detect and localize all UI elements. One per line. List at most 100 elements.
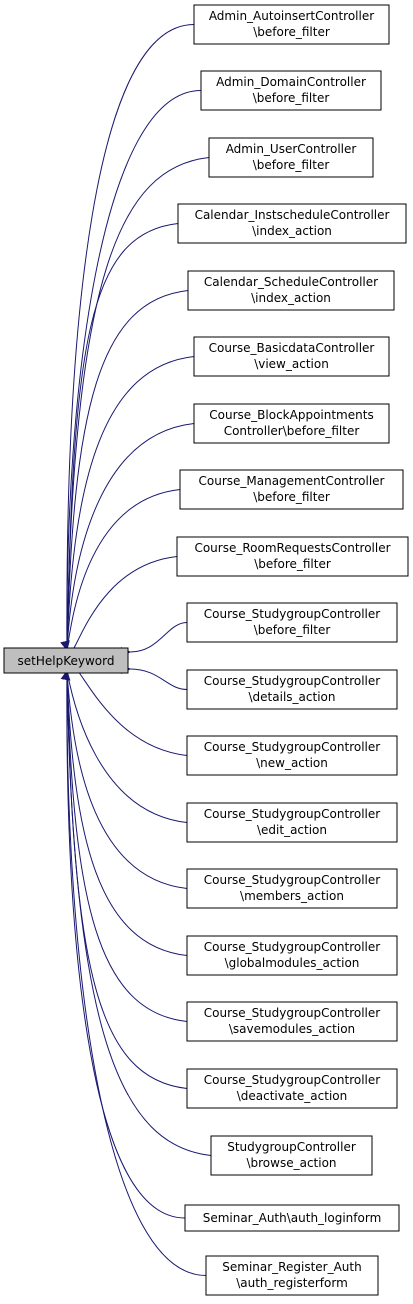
call-edge <box>60 489 181 660</box>
call-edge <box>61 356 195 660</box>
caller-node-box <box>208 137 374 178</box>
caller-node-label: \index_action <box>251 291 331 305</box>
call-edge <box>60 663 188 756</box>
caller-node-label: Course_StudygroupController <box>204 1006 380 1020</box>
call-edges <box>60 24 212 1276</box>
caller-node[interactable]: Course_StudygroupController \details_acti… <box>186 669 398 710</box>
call-edge <box>61 661 188 1022</box>
caller-node[interactable]: Calendar_InstscheduleController \index_ac… <box>177 203 407 244</box>
caller-node[interactable]: Seminar_Register_Auth \auth_registerform <box>205 1255 379 1296</box>
call-edge <box>61 423 195 660</box>
caller-node-label: \before_filter <box>253 25 330 39</box>
caller-node-label: \index_action <box>252 224 332 238</box>
call-edge <box>120 622 188 658</box>
caller-node-box <box>176 536 409 577</box>
caller-node[interactable]: Course_StudygroupController \globalmodule… <box>186 935 398 976</box>
caller-node-label: Course_StudygroupController <box>204 740 380 754</box>
caller-node-box <box>193 403 390 444</box>
caller-node-label: \view_action <box>254 357 329 371</box>
caller-node[interactable]: Admin_UserController \before_filter <box>208 137 374 178</box>
caller-node-label: \savemodules_action <box>229 1022 355 1036</box>
caller-node-label: \details_action <box>249 690 336 704</box>
caller-node-label: Calendar_InstscheduleController <box>195 208 390 222</box>
caller-node[interactable]: Seminar_Auth\auth_loginform <box>184 1204 400 1232</box>
caller-node-label: Seminar_Auth\auth_loginform <box>203 1211 382 1225</box>
caller-node-label: Course_StudygroupController <box>204 1073 380 1087</box>
root-node[interactable]: setHelpKeyword <box>3 647 129 674</box>
caller-node-label: \before_filter <box>253 490 330 504</box>
caller-node-box <box>186 735 398 776</box>
caller-node-box <box>186 802 398 843</box>
caller-node-label: Seminar_Register_Auth <box>222 1260 361 1274</box>
caller-node-label: Course_BlockAppointments <box>209 408 373 422</box>
call-edge <box>61 223 179 660</box>
caller-node[interactable]: StudygroupController\browse_action <box>210 1135 373 1176</box>
caller-node-label: \new_action <box>256 756 328 770</box>
call-edge <box>61 290 189 660</box>
call-edge <box>62 661 186 1219</box>
caller-node-box <box>210 1135 373 1176</box>
caller-node-label: Admin_UserController <box>226 142 357 156</box>
caller-node-label: Course_StudygroupController <box>204 940 380 954</box>
caller-node[interactable]: Course_BlockAppointmentsController\befor… <box>193 403 390 444</box>
caller-node-box <box>186 1001 398 1042</box>
root-node-label: setHelpKeyword <box>18 654 115 668</box>
caller-node-box <box>186 602 398 643</box>
caller-node-label: Course_StudygroupController <box>204 873 380 887</box>
call-edge <box>62 90 202 660</box>
caller-node-label: \before_filter <box>253 158 330 172</box>
caller-node-box <box>186 669 398 710</box>
caller-node-label: Course_BasicdataController <box>209 341 375 355</box>
root-node-box <box>3 647 129 674</box>
caller-node-box <box>184 1204 400 1232</box>
call-edge <box>120 663 188 690</box>
caller-node-box <box>186 1068 398 1109</box>
caller-node[interactable]: Course_RoomRequestsController\before_fil… <box>176 536 409 577</box>
caller-node-box <box>179 469 404 510</box>
caller-node-box <box>186 868 398 909</box>
caller-node-label: Course_StudygroupController <box>204 674 380 688</box>
caller-node-label: Admin_AutoinsertController <box>209 9 374 23</box>
caller-node[interactable]: Course_StudygroupController \deactivate_a… <box>186 1068 398 1109</box>
caller-node-label: \auth_registerform <box>236 1276 348 1290</box>
caller-node-label: \globalmodules_action <box>225 956 360 970</box>
caller-node[interactable]: Course_ManagementController \before_filte… <box>179 469 404 510</box>
caller-node[interactable]: Course_StudygroupController \before_filte… <box>186 602 398 643</box>
caller-node-box <box>193 4 390 45</box>
caller-node-box <box>193 336 390 377</box>
caller-node-label: Course_RoomRequestsController <box>194 541 390 555</box>
caller-node-label: Calendar_ScheduleController <box>204 275 378 289</box>
caller-node[interactable]: Course_StudygroupController\members_acti… <box>186 868 398 909</box>
caller-node[interactable]: Course_StudygroupController \edit_action <box>186 802 398 843</box>
caller-node[interactable]: Course_StudygroupController \new_action <box>186 735 398 776</box>
caller-node[interactable]: Calendar_ScheduleController \index_action <box>187 270 395 311</box>
caller-node-label: \edit_action <box>257 823 327 837</box>
caller-node-box <box>205 1255 379 1296</box>
caller-node-label: Controller\before_filter <box>224 424 360 438</box>
caller-node-label: \deactivate_action <box>237 1089 348 1103</box>
caller-node-label: StudygroupController <box>227 1140 356 1154</box>
caller-nodes: Admin_AutoinsertController \before_filter… <box>176 4 409 1296</box>
caller-node[interactable]: Course_BasicdataController \view_action <box>193 336 390 377</box>
caller-node-box <box>200 70 382 111</box>
caller-node-label: Course_StudygroupController <box>204 607 380 621</box>
call-edge <box>60 556 178 655</box>
caller-node-label: Course_ManagementController <box>199 474 385 488</box>
caller-node-label: Admin_DomainController <box>216 75 366 89</box>
caller-node-label: \before_filter <box>254 623 331 637</box>
caller-node-box <box>186 935 398 976</box>
caller-node-label: \before_filter <box>253 91 330 105</box>
caller-node[interactable]: Admin_AutoinsertController \before_filter <box>193 4 390 45</box>
caller-node-box <box>187 270 395 311</box>
caller-node[interactable]: Course_StudygroupController \savemodules_… <box>186 1001 398 1042</box>
caller-node-box <box>177 203 407 244</box>
caller-node-label: Course_StudygroupController <box>204 807 380 821</box>
call-edge <box>61 661 188 956</box>
call-edge <box>62 661 207 1276</box>
caller-node[interactable]: Admin_DomainController \before_filter <box>200 70 382 111</box>
call-edge <box>62 24 195 660</box>
call-edge <box>61 661 188 889</box>
call-edge <box>60 661 188 823</box>
call-edge <box>61 661 212 1156</box>
